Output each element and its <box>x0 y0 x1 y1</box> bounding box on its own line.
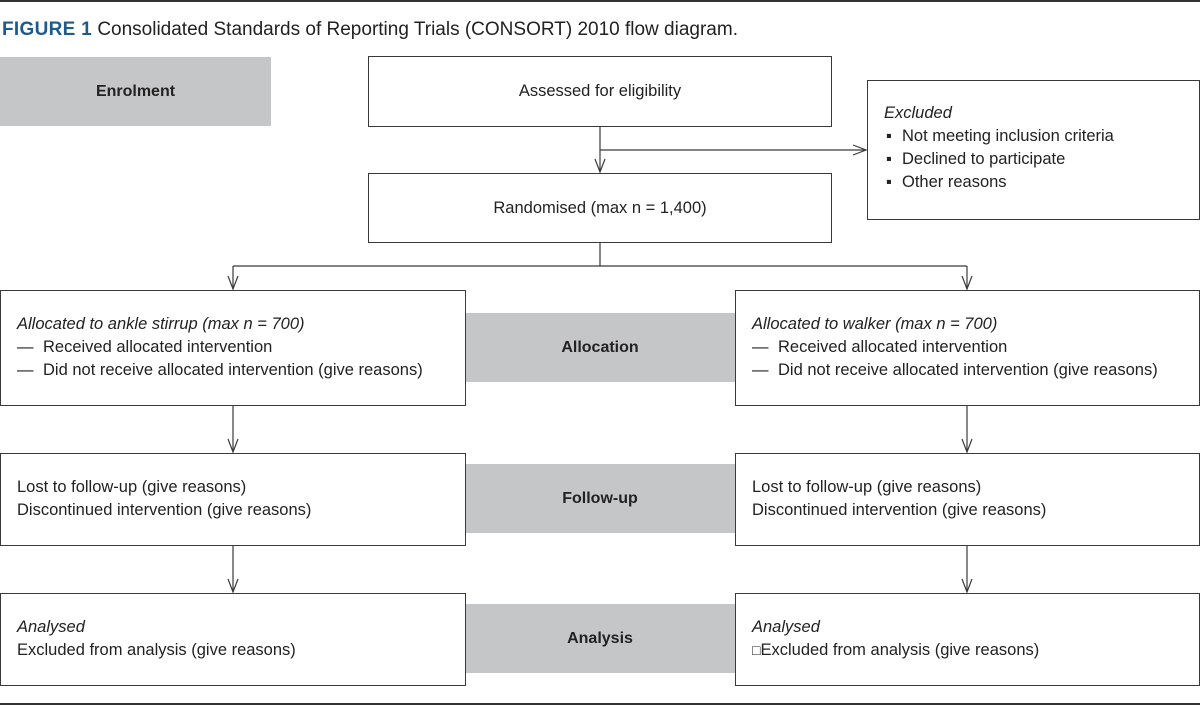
figure-caption: FIGURE 1 Consolidated Standards of Repor… <box>2 19 738 41</box>
excluded-title: Excluded <box>884 104 952 122</box>
randomised-label: Randomised (max n = 1,400) <box>493 198 707 217</box>
bottom-rule <box>0 703 1200 705</box>
allocation-right-item: — Received allocated intervention <box>752 338 1008 356</box>
allocation-left-item: — Received allocated intervention <box>17 338 273 356</box>
allocation-right-title: Allocated to walker (max n = 700) <box>752 315 998 333</box>
analysis-right-title: Analysed <box>752 618 820 636</box>
followup-left-line: Discontinued intervention (give reasons) <box>17 501 312 519</box>
stage-followup: Follow-up <box>465 464 735 533</box>
allocation-left-item: — Did not receive allocated intervention… <box>17 361 423 379</box>
followup-right-line: Discontinued intervention (give reasons) <box>752 501 1047 519</box>
stage-enrolment: Enrolment <box>0 57 271 126</box>
checkbox-marker-icon: □ <box>752 642 761 658</box>
analysis-left-box: Analysed Excluded from analysis (give re… <box>0 593 466 686</box>
assessed-box: Assessed for eligibility <box>368 56 832 127</box>
analysis-left-title: Analysed <box>17 618 85 636</box>
stage-analysis: Analysis <box>465 604 735 673</box>
excluded-box: Excluded ▪ Not meeting inclusion criteri… <box>867 80 1200 220</box>
allocation-right-item: — Did not receive allocated intervention… <box>752 361 1158 379</box>
figure-label: FIGURE 1 <box>2 19 93 40</box>
top-rule <box>0 0 1200 2</box>
figure-title: Consolidated Standards of Reporting Tria… <box>97 19 738 40</box>
allocation-right-box: Allocated to walker (max n = 700) — Rece… <box>735 290 1200 406</box>
followup-right-line: Lost to follow-up (give reasons) <box>752 478 982 496</box>
excluded-item: ▪ Not meeting inclusion criteria <box>886 127 1114 145</box>
stage-allocation: Allocation <box>465 313 735 382</box>
allocation-left-title: Allocated to ankle stirrup (max n = 700) <box>17 315 305 333</box>
analysis-left-line: Excluded from analysis (give reasons) <box>17 641 296 659</box>
excluded-item: ▪ Other reasons <box>886 173 1007 191</box>
assessed-label: Assessed for eligibility <box>518 82 682 100</box>
analysis-right-box: Analysed □Excluded from analysis (give r… <box>735 593 1200 686</box>
allocation-left-box: Allocated to ankle stirrup (max n = 700)… <box>0 290 466 406</box>
split-line <box>233 242 601 267</box>
excluded-item: ▪ Declined to participate <box>886 150 1066 168</box>
followup-left-box: Lost to follow-up (give reasons) Discont… <box>0 453 466 546</box>
followup-right-box: Lost to follow-up (give reasons) Discont… <box>735 453 1200 546</box>
randomised-box: Randomised (max n = 1,400) <box>368 173 832 243</box>
analysis-right-line: □Excluded from analysis (give reasons) <box>752 641 1040 659</box>
followup-left-line: Lost to follow-up (give reasons) <box>17 478 247 496</box>
